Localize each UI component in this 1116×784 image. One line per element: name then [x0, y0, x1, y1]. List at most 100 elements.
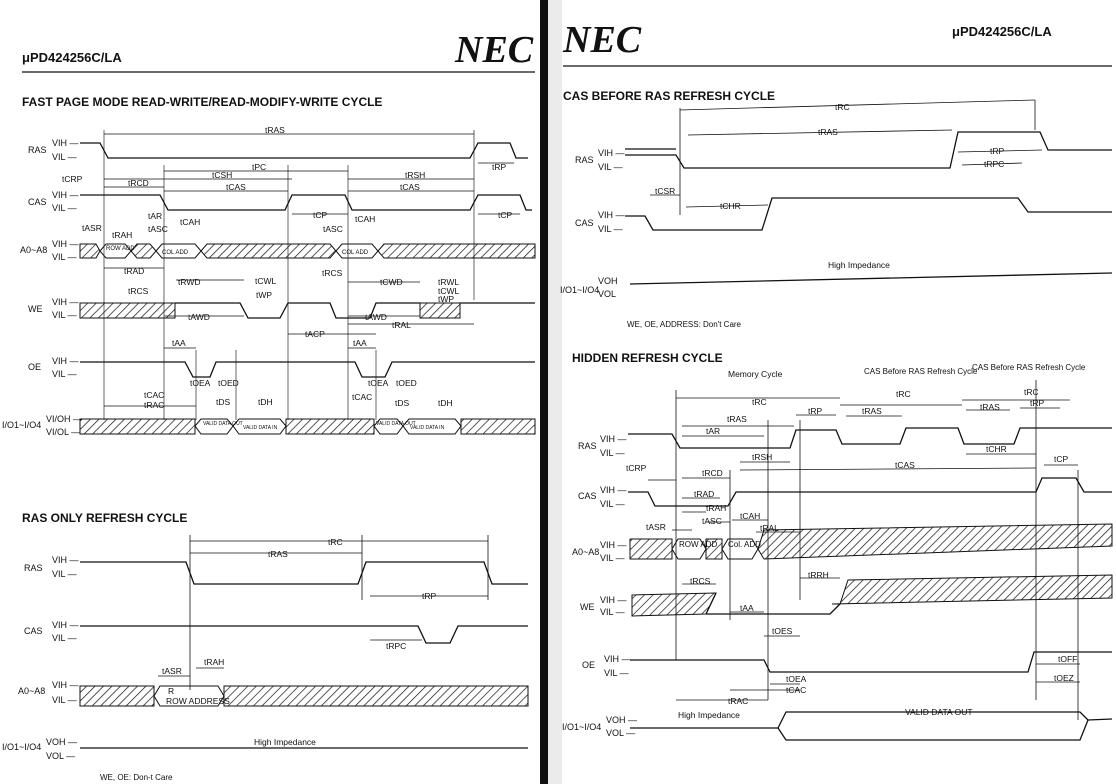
timing-label: VIH — [598, 210, 625, 220]
sig-we: WE [28, 304, 43, 314]
timing-label: VIL — [52, 633, 77, 643]
timing-label: tRAS [727, 414, 747, 424]
timing-label: tRP [808, 406, 823, 416]
right-part-number: μPD424256C/LA [952, 24, 1052, 39]
timing-label: A0~A8 [572, 547, 599, 557]
timing-label: tCAC [352, 392, 372, 402]
timing-label: tRAS [268, 549, 288, 559]
timing-label: tRP [1030, 398, 1045, 408]
timing-label: tAA [172, 338, 186, 348]
timing-label: VIL — [52, 152, 77, 162]
address-bus [79, 243, 536, 259]
timing-label: tRAS [980, 402, 1000, 412]
cbr-high-z: High Impedance [828, 260, 890, 270]
timing-label: tCRP [62, 174, 83, 184]
waveform-segment [79, 418, 196, 435]
timing-label: tDH [258, 397, 273, 407]
ras-only-cas-wave [80, 625, 528, 644]
timing-label: tCAS [400, 182, 420, 192]
timing-label: tCRP [626, 463, 647, 473]
hidden-oe-wave [630, 651, 1112, 673]
hidden-cas-wave [628, 477, 1112, 507]
timing-label: tRCS [322, 268, 343, 278]
timing-label: tCWD [380, 277, 403, 287]
timing-label: VIL — [52, 310, 77, 320]
waveform-segment [961, 162, 1023, 166]
timing-label: tRP [990, 146, 1005, 156]
timing-label: tCHR [720, 201, 741, 211]
timing-label: tRAC [728, 696, 748, 706]
ras-only-high-z: High Impedance [254, 737, 316, 747]
ras-only-addr-bus [79, 685, 529, 707]
timing-label: tRCD [702, 468, 723, 478]
waveform-segment [630, 711, 1089, 729]
timing-label: tRSH [405, 170, 425, 180]
timing-label: tRP [422, 591, 437, 601]
timing-label: VIL — [604, 668, 629, 678]
waveform-segment [419, 302, 461, 319]
waveform-segment [175, 302, 420, 319]
timing-label: tRAH [706, 503, 726, 513]
timing-label: tASC [323, 224, 343, 234]
timing-label: tRAS [265, 125, 285, 135]
timing-label: VIH — [600, 540, 627, 550]
timing-label: VIL — [52, 695, 77, 705]
timing-label: tRCD [128, 178, 149, 188]
row-add-label: ROW ADD [106, 246, 135, 252]
timing-label: tRPC [984, 159, 1004, 169]
timing-label: R [168, 686, 174, 696]
timing-label: tCAH [740, 511, 760, 521]
waveform-segment [130, 243, 157, 259]
timing-label: tCAC [144, 390, 164, 400]
timing-label: tRP [492, 162, 507, 172]
ras-waveform [80, 142, 528, 159]
timing-label: tOFF [1058, 654, 1077, 664]
timing-label: VIL — [600, 448, 625, 458]
timing-label: tCSR [655, 186, 675, 196]
timing-label: tCAH [355, 214, 375, 224]
timing-label: WE [580, 602, 595, 612]
valid-in-1: VALID DATA IN [243, 425, 278, 431]
timing-label: tRAC [144, 400, 164, 410]
timing-label: tRAH [112, 230, 132, 240]
ras-only-dont-care: WE, OE: Don-t Care [100, 773, 173, 782]
hidden-title: HIDDEN REFRESH CYCLE [572, 351, 723, 365]
waveform-segment [631, 592, 717, 617]
left-nec-logo: NEC [454, 29, 534, 71]
timing-label: tRAS [862, 406, 882, 416]
timing-label: VI/OH — [46, 414, 82, 424]
timing-label: tOED [396, 378, 417, 388]
timing-label: tCSH [212, 170, 232, 180]
timing-label: VIH — [52, 239, 79, 249]
waveform-segment [777, 719, 1089, 741]
cbr-io-line [629, 272, 1113, 285]
waveform-segment [685, 204, 769, 208]
sig-cas: CAS [28, 197, 47, 207]
timing-label: CAS [24, 626, 43, 636]
hidden-col-add: Col. ADD [728, 540, 761, 549]
timing-label: tAA [740, 603, 754, 613]
timing-label: VIH — [52, 680, 79, 690]
page-binding [540, 0, 548, 784]
timing-label: VIH — [600, 595, 627, 605]
timing-label: VIL — [598, 162, 623, 172]
sig-io: I/O1~I/O4 [2, 420, 41, 430]
timing-label: tOEZ [1054, 673, 1074, 683]
waveform-segment [79, 302, 176, 319]
waveform-segment [377, 243, 536, 259]
timing-label: VIL — [598, 224, 623, 234]
timing-label: RAS [24, 563, 43, 573]
timing-label: VIL — [52, 203, 77, 213]
timing-label: tAR [706, 426, 720, 436]
we-waveform [79, 302, 535, 319]
hidden-io-bus [630, 711, 1113, 741]
timing-label: tRAD [124, 266, 144, 276]
sig-ras: RAS [28, 145, 47, 155]
timing-label: tRCS [690, 576, 711, 586]
timing-label: tWP [256, 290, 272, 300]
timing-label: tASR [646, 522, 666, 532]
timing-label: tRAD [694, 489, 714, 499]
sig-oe: OE [28, 362, 41, 372]
timing-label: tASC [148, 224, 168, 234]
timing-label: tRCS [128, 286, 149, 296]
